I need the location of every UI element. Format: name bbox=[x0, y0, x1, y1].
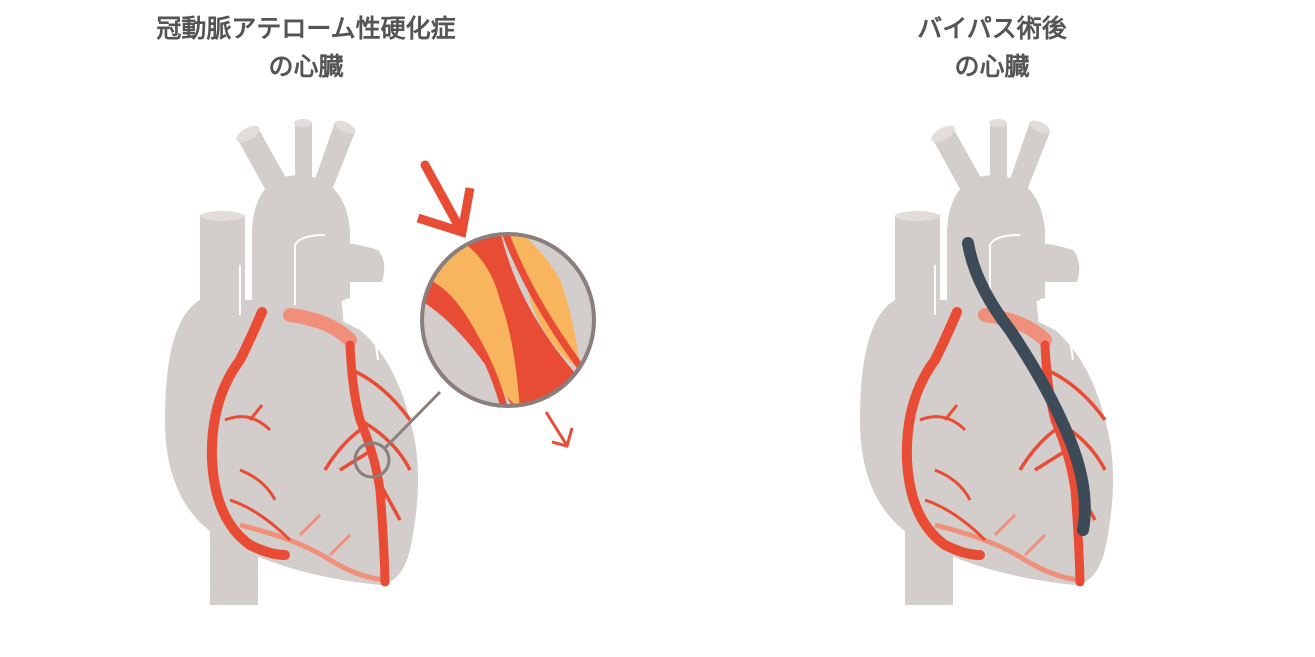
title-line-2: の心臓 bbox=[954, 52, 1030, 81]
magnified-artery bbox=[420, 232, 596, 408]
arrow-large-icon bbox=[416, 160, 475, 238]
title-line-1: バイパス術後 bbox=[917, 14, 1067, 43]
title-line-2: の心臓 bbox=[268, 52, 344, 81]
heart-atherosclerosis bbox=[165, 118, 596, 605]
blockage-marker bbox=[353, 441, 391, 479]
title-atherosclerosis-heart: 冠動脈アテローム性硬化症 の心臓 bbox=[106, 10, 506, 86]
title-bypass-heart: バイパス術後 の心臓 bbox=[792, 10, 1192, 86]
magnifier-connector bbox=[383, 390, 442, 450]
arrow-small-icon bbox=[544, 411, 574, 448]
title-line-1: 冠動脈アテローム性硬化症 bbox=[156, 14, 456, 43]
heart-bypass bbox=[860, 118, 1113, 605]
bypass-graft bbox=[962, 237, 1091, 536]
